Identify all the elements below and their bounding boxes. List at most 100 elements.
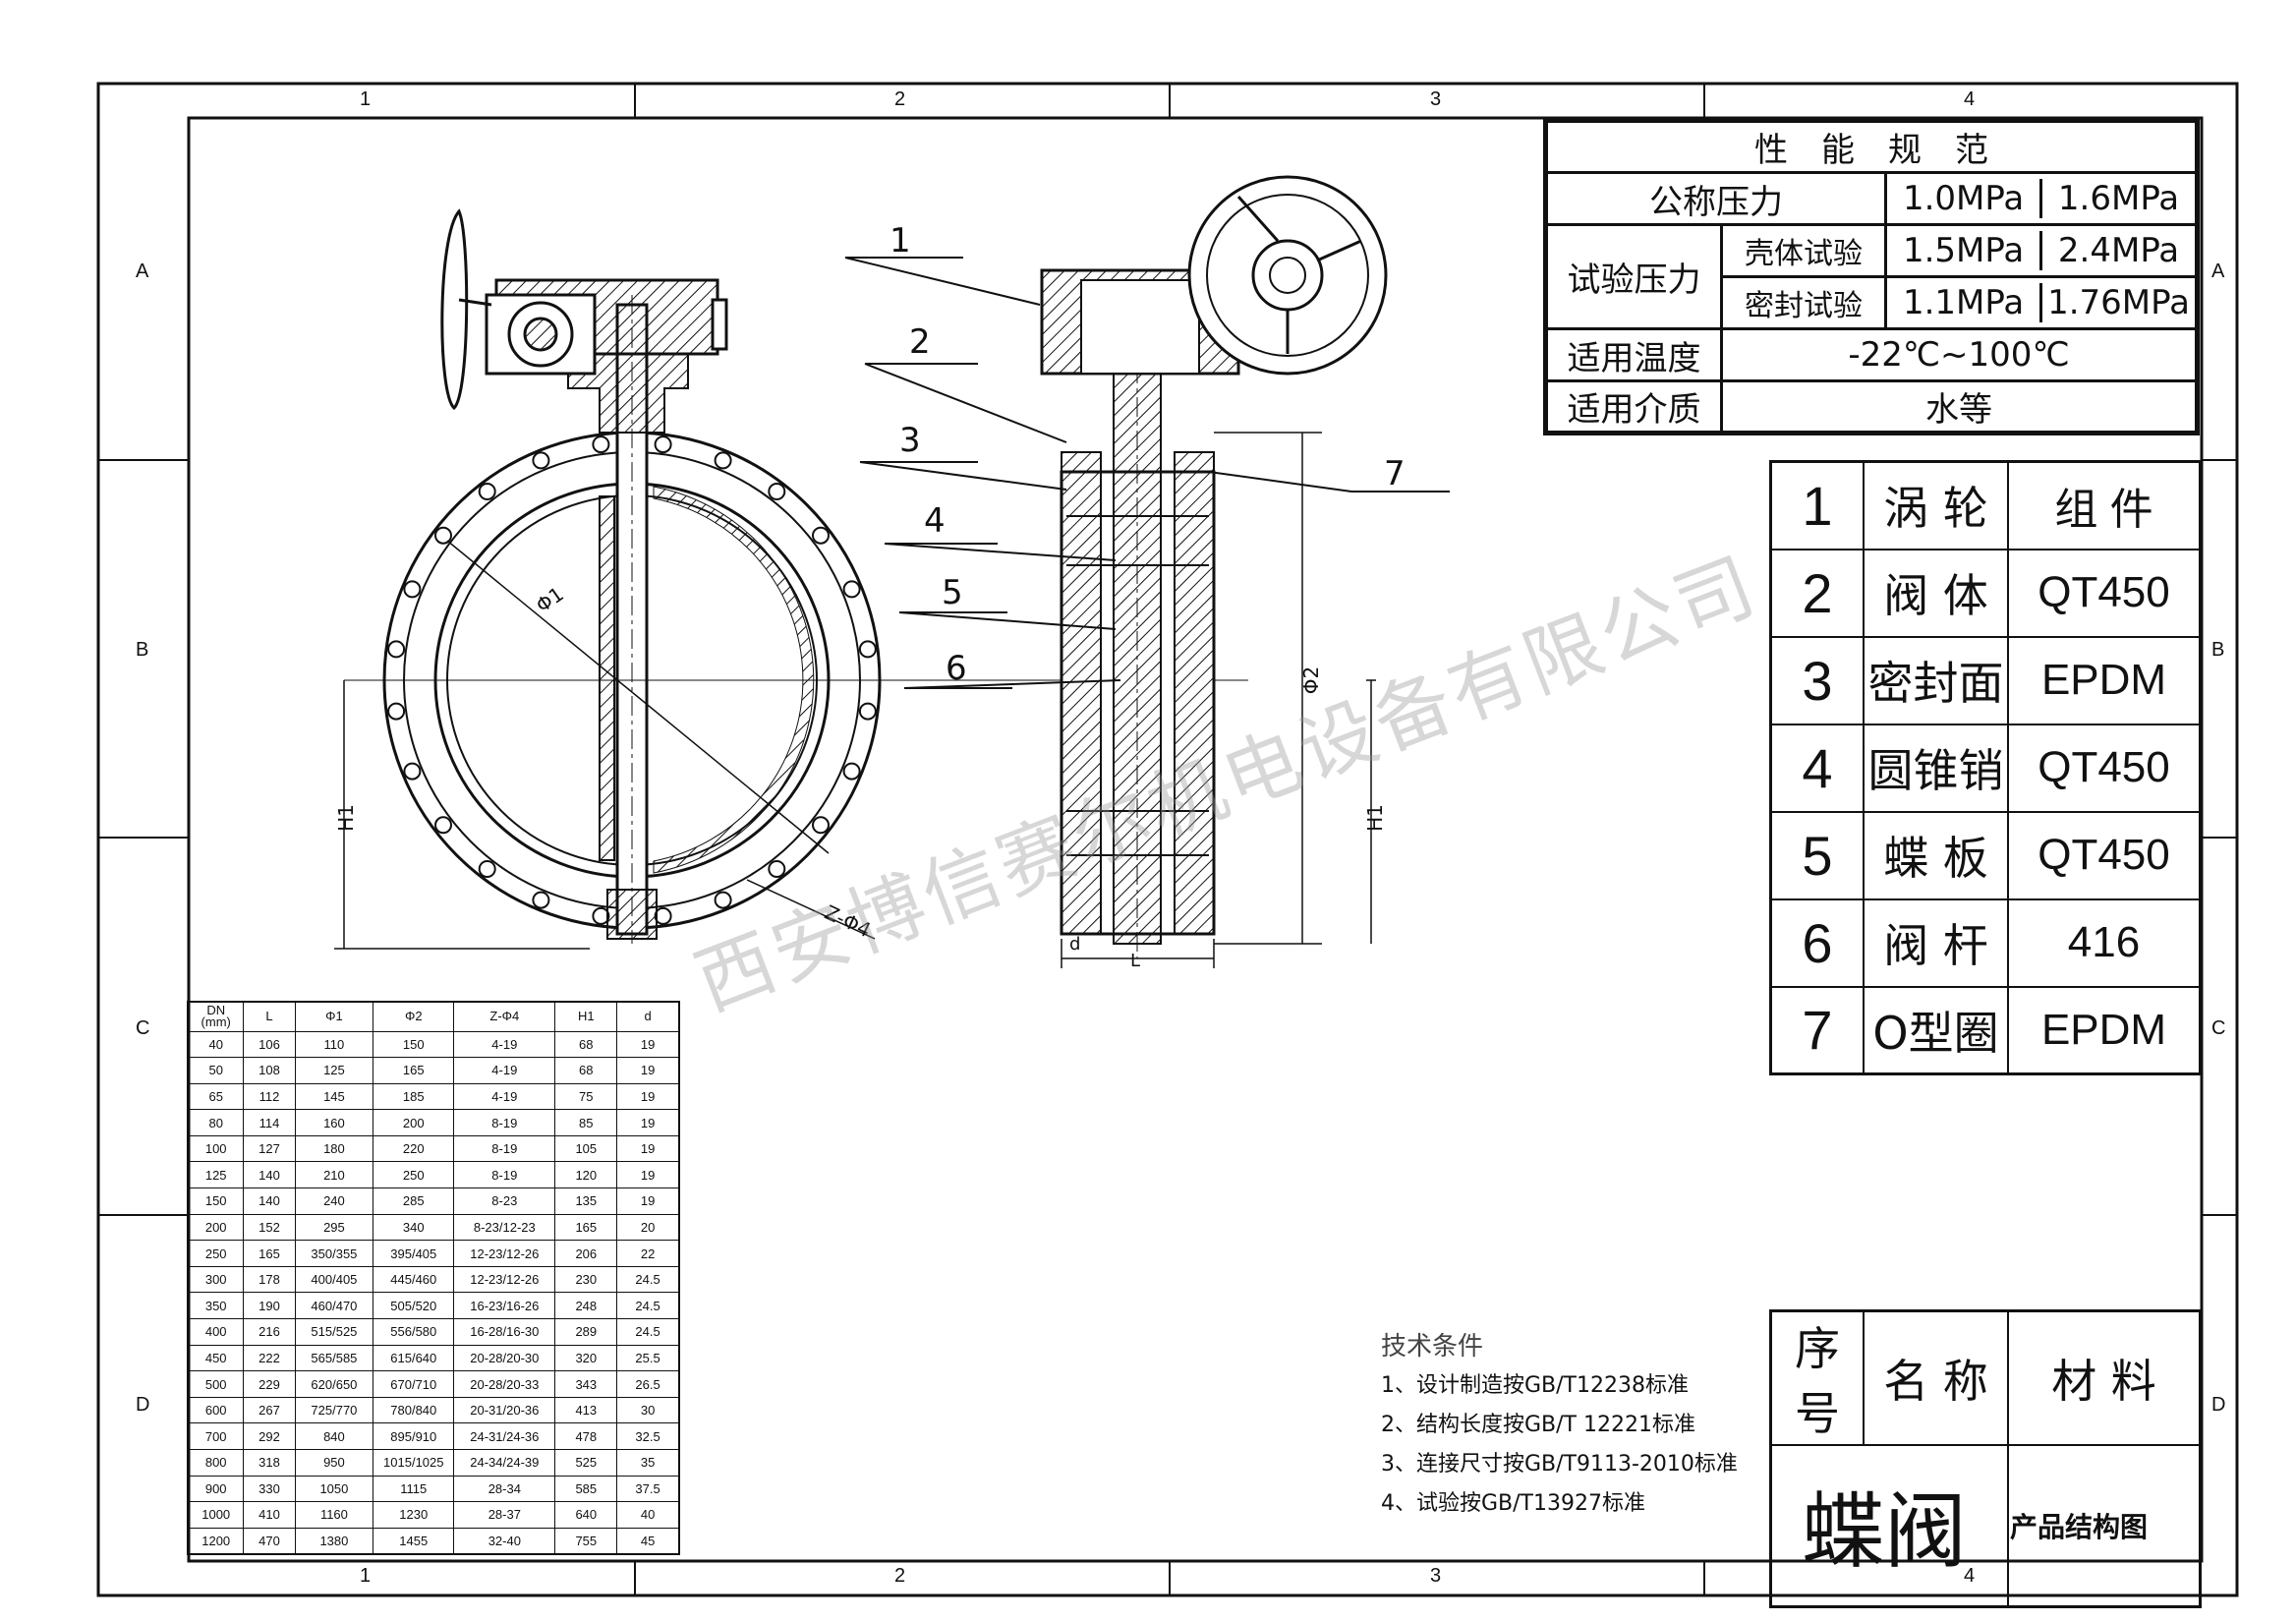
col-label-3-bottom: 3 (1430, 1565, 1442, 1587)
dims-cell: 85 (554, 1109, 618, 1136)
dims-cell: 318 (243, 1449, 296, 1477)
dims-cell: 460/470 (294, 1292, 374, 1320)
dims-cell: 200 (187, 1213, 245, 1242)
perf-pressure-v1: 1.0MPa (1887, 179, 2043, 218)
part-no: 1 (1769, 460, 1865, 550)
dims-cell: 106 (243, 1030, 296, 1059)
dims-cell: 350/355 (294, 1240, 374, 1267)
dims-cell: 125 (187, 1161, 245, 1189)
row-label-a-right: A (2211, 261, 2225, 282)
part-material: QT450 (2007, 723, 2202, 813)
dims-cell: 19 (616, 1057, 680, 1084)
dims-cell: 12-23/12-26 (453, 1240, 556, 1267)
bolt-hole (478, 483, 496, 500)
part-material: QT450 (2007, 810, 2202, 900)
dims-cell: 670/710 (373, 1370, 455, 1398)
row-label-b-right: B (2211, 639, 2225, 661)
dims-cell: 35 (616, 1449, 680, 1477)
part-name: 蝶 板 (1863, 810, 2009, 900)
dims-cell: 1015/1025 (373, 1449, 455, 1477)
dims-cell: 16-28/16-30 (453, 1318, 556, 1346)
dims-cell: 400 (187, 1318, 245, 1346)
dims-cell: 32.5 (616, 1422, 680, 1450)
dims-cell: 165 (373, 1057, 455, 1084)
dims-cell: 12-23/12-26 (453, 1265, 556, 1294)
notes-title: 技术条件 (1381, 1332, 1484, 1361)
dims-cell: 640 (554, 1501, 618, 1529)
dims-cell: 135 (554, 1188, 618, 1215)
part-material: 416 (2007, 898, 2202, 988)
bolt-hole (403, 580, 422, 599)
dims-cell: 700 (187, 1422, 245, 1450)
dims-cell: 105 (554, 1134, 618, 1163)
col-label-3: 3 (1430, 88, 1442, 110)
dims-cell: 295 (294, 1213, 374, 1242)
perf-medium-value: 水等 (1720, 379, 2199, 434)
dims-cell: 4-19 (453, 1030, 556, 1059)
row-label-c-right: C (2211, 1017, 2226, 1039)
side-view (1040, 175, 1388, 968)
dims-cell: 100 (187, 1134, 245, 1163)
product-name: 蝶阀 (1769, 1444, 2009, 1607)
dims-cell: 185 (373, 1082, 455, 1111)
dims-cell: 30 (616, 1396, 680, 1424)
bolt-hole (592, 435, 610, 454)
perf-seal-v2: 1.76MPa (2047, 283, 2190, 322)
bolt-hole (478, 860, 496, 878)
part-material: EPDM (2007, 985, 2202, 1075)
perf-temp-value: -22℃~100℃ (1720, 327, 2199, 382)
dims-cell: 620/650 (294, 1370, 374, 1398)
dims-cell: 24.5 (616, 1318, 680, 1346)
dims-cell: 28-34 (453, 1475, 556, 1503)
dims-cell: 395/405 (373, 1240, 455, 1267)
header-name: 名 称 (1863, 1309, 2009, 1446)
part-material: QT450 (2007, 548, 2202, 638)
dims-cell: 755 (554, 1527, 618, 1555)
dims-cell: 150 (187, 1188, 245, 1215)
perf-label-pressure: 公称压力 (1543, 171, 1888, 226)
callout-6: 6 (946, 649, 967, 688)
dims-cell: 1455 (373, 1527, 455, 1555)
perf-shell-v2: 2.4MPa (2057, 231, 2180, 270)
dims-cell: 450 (187, 1344, 245, 1372)
bolt-hole (434, 816, 452, 835)
l-label: L (1130, 951, 1141, 971)
dims-cell: 125 (294, 1057, 374, 1084)
dims-cell: 413 (554, 1396, 618, 1424)
dims-cell: 343 (554, 1370, 618, 1398)
dims-cell: 210 (294, 1161, 374, 1189)
dims-cell: 40 (187, 1030, 245, 1059)
dims-cell: 68 (554, 1030, 618, 1059)
dims-cell: 445/460 (373, 1265, 455, 1294)
dims-cell: 45 (616, 1527, 680, 1555)
dims-cell: 8-19 (453, 1134, 556, 1163)
perf-label-test: 试验压力 (1544, 223, 1723, 330)
part-no: 4 (1769, 723, 1865, 813)
perf-shell-v1: 1.5MPa (1887, 231, 2043, 270)
dims-cell: 250 (187, 1240, 245, 1267)
dims-cell: 19 (616, 1082, 680, 1111)
dims-cell: 50 (187, 1057, 245, 1084)
bolt-hole (842, 580, 861, 599)
dims-header-cell: H1 (554, 1001, 618, 1032)
dims-cell: 1160 (294, 1501, 374, 1529)
dims-cell: 220 (373, 1134, 455, 1163)
dims-cell: 68 (554, 1057, 618, 1084)
note-1: 1、设计制造按GB/T12238标准 (1381, 1373, 1689, 1398)
dims-cell: 600 (187, 1396, 245, 1424)
dims-cell: 160 (294, 1109, 374, 1136)
bolt-hole (768, 860, 786, 878)
dims-cell: 8-23/12-23 (453, 1213, 556, 1242)
